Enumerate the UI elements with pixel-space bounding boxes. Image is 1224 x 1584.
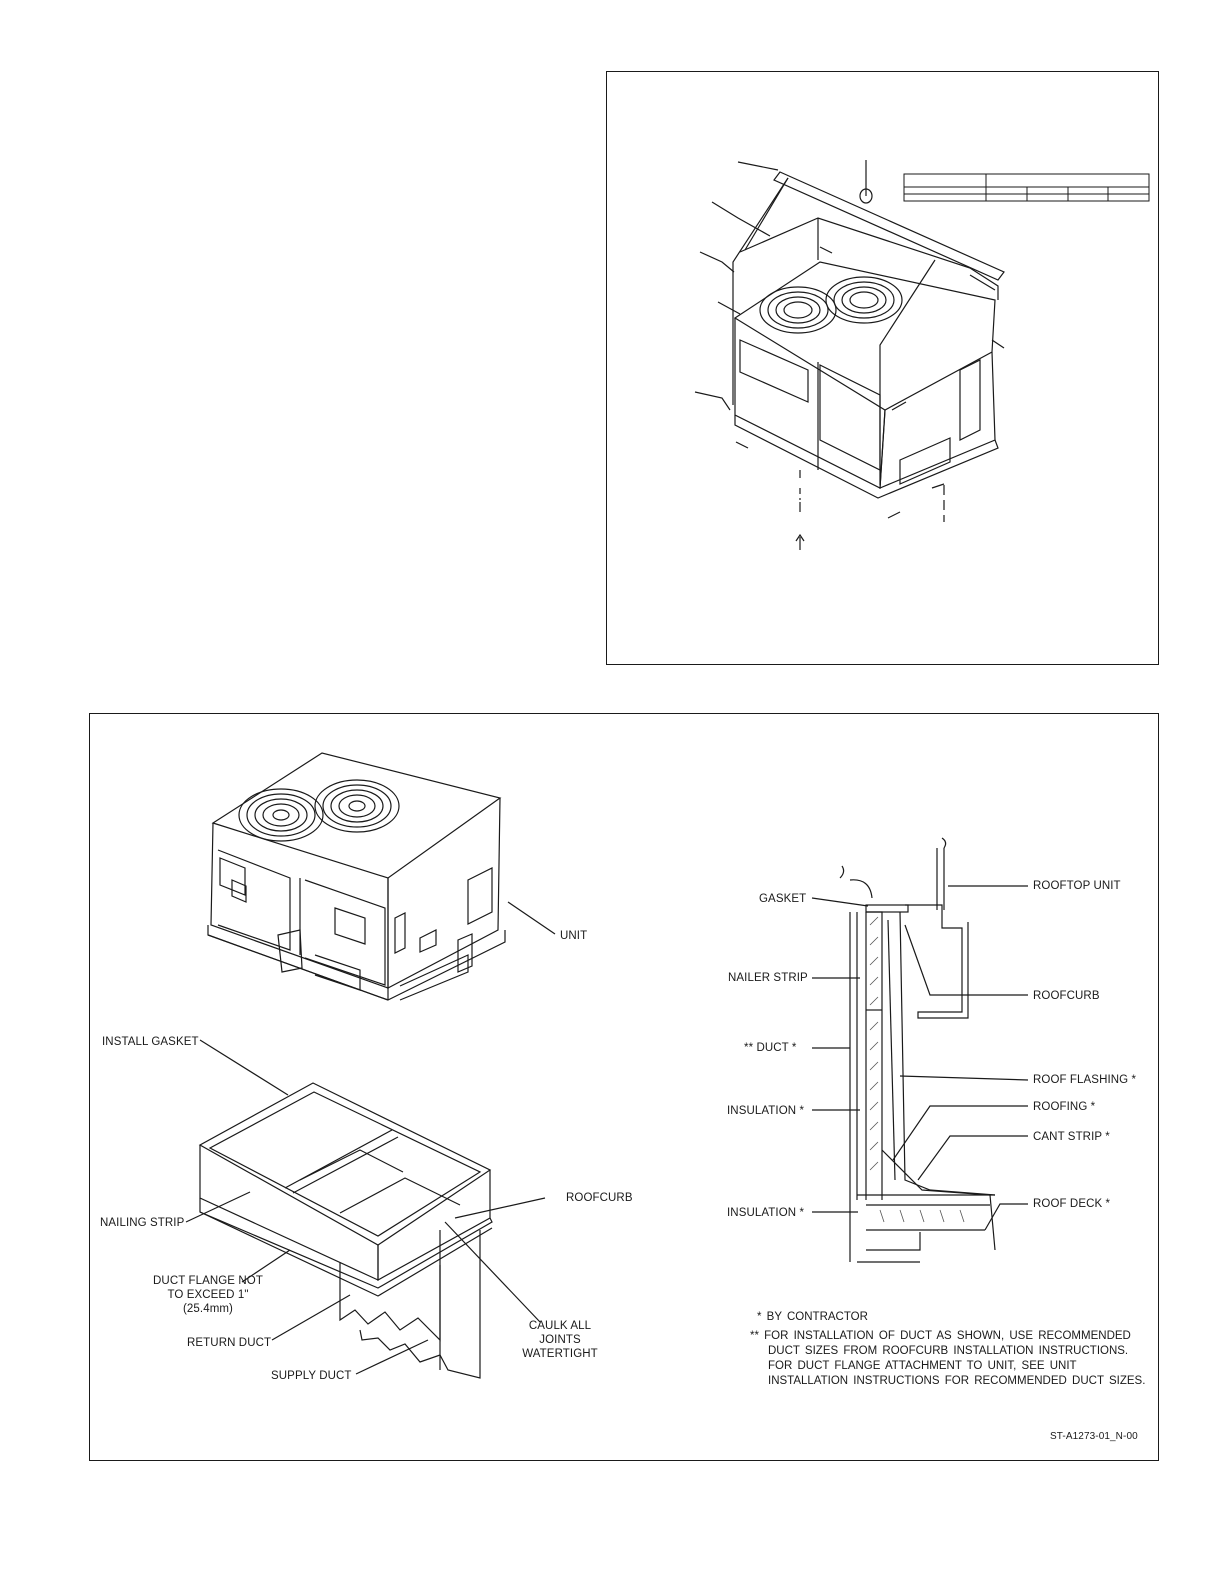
label-insulation-lower: INSULATION *: [727, 1207, 805, 1219]
label-roofcurb: ROOFCURB: [566, 1192, 633, 1204]
note-by-contractor: * BY CONTRACTOR: [757, 1311, 868, 1323]
label-roof-flashing: ROOF FLASHING *: [1033, 1074, 1137, 1086]
label-caulk-line3: WATERTIGHT: [522, 1348, 598, 1360]
label-roof-deck: ROOF DECK *: [1033, 1198, 1111, 1210]
label-gasket: GASKET: [759, 893, 807, 905]
note-installation-line2: DUCT SIZES FROM ROOFCURB INSTALLATION IN…: [768, 1345, 1129, 1357]
label-caulk-line1: CAULK ALL: [528, 1320, 592, 1332]
label-nailer-strip: NAILER STRIP: [728, 972, 808, 984]
note-installation-line1: ** FOR INSTALLATION OF DUCT AS SHOWN, US…: [750, 1330, 1131, 1342]
roofcurb-figure-frame: [89, 713, 1159, 1461]
label-duct-flange-line2: TO EXCEED 1": [167, 1289, 249, 1301]
rigging-figure-frame: [606, 71, 1159, 665]
label-duct-flange: DUCT FLANGE NOT TO EXCEED 1" (25.4mm): [128, 1274, 288, 1316]
label-caulk-line2: JOINTS: [539, 1334, 581, 1346]
label-roofing: ROOFING *: [1033, 1101, 1096, 1113]
label-supply-duct: SUPPLY DUCT: [271, 1370, 352, 1382]
label-rooftop-unit: ROOFTOP UNIT: [1033, 880, 1121, 892]
label-return-duct: RETURN DUCT: [187, 1337, 272, 1349]
label-insulation-upper: INSULATION *: [727, 1105, 805, 1117]
label-install-gasket: INSTALL GASKET: [102, 1036, 199, 1048]
label-cant-strip: CANT STRIP *: [1033, 1131, 1110, 1143]
drawing-number: ST-A1273-01_N-00: [1050, 1431, 1138, 1442]
label-duct: ** DUCT *: [744, 1042, 797, 1054]
label-duct-flange-line1: DUCT FLANGE NOT: [153, 1275, 263, 1287]
label-caulk: CAULK ALL JOINTS WATERTIGHT: [505, 1319, 615, 1361]
note-installation-line3: FOR DUCT FLANGE ATTACHMENT TO UNIT, SEE …: [768, 1360, 1077, 1372]
label-section-roofcurb: ROOFCURB: [1033, 990, 1100, 1002]
label-nailing-strip: NAILING STRIP: [100, 1217, 185, 1229]
label-duct-flange-line3: (25.4mm): [182, 1303, 233, 1315]
label-unit: UNIT: [560, 930, 588, 942]
note-installation-line4: INSTALLATION INSTRUCTIONS FOR RECOMMENDE…: [768, 1375, 1146, 1387]
